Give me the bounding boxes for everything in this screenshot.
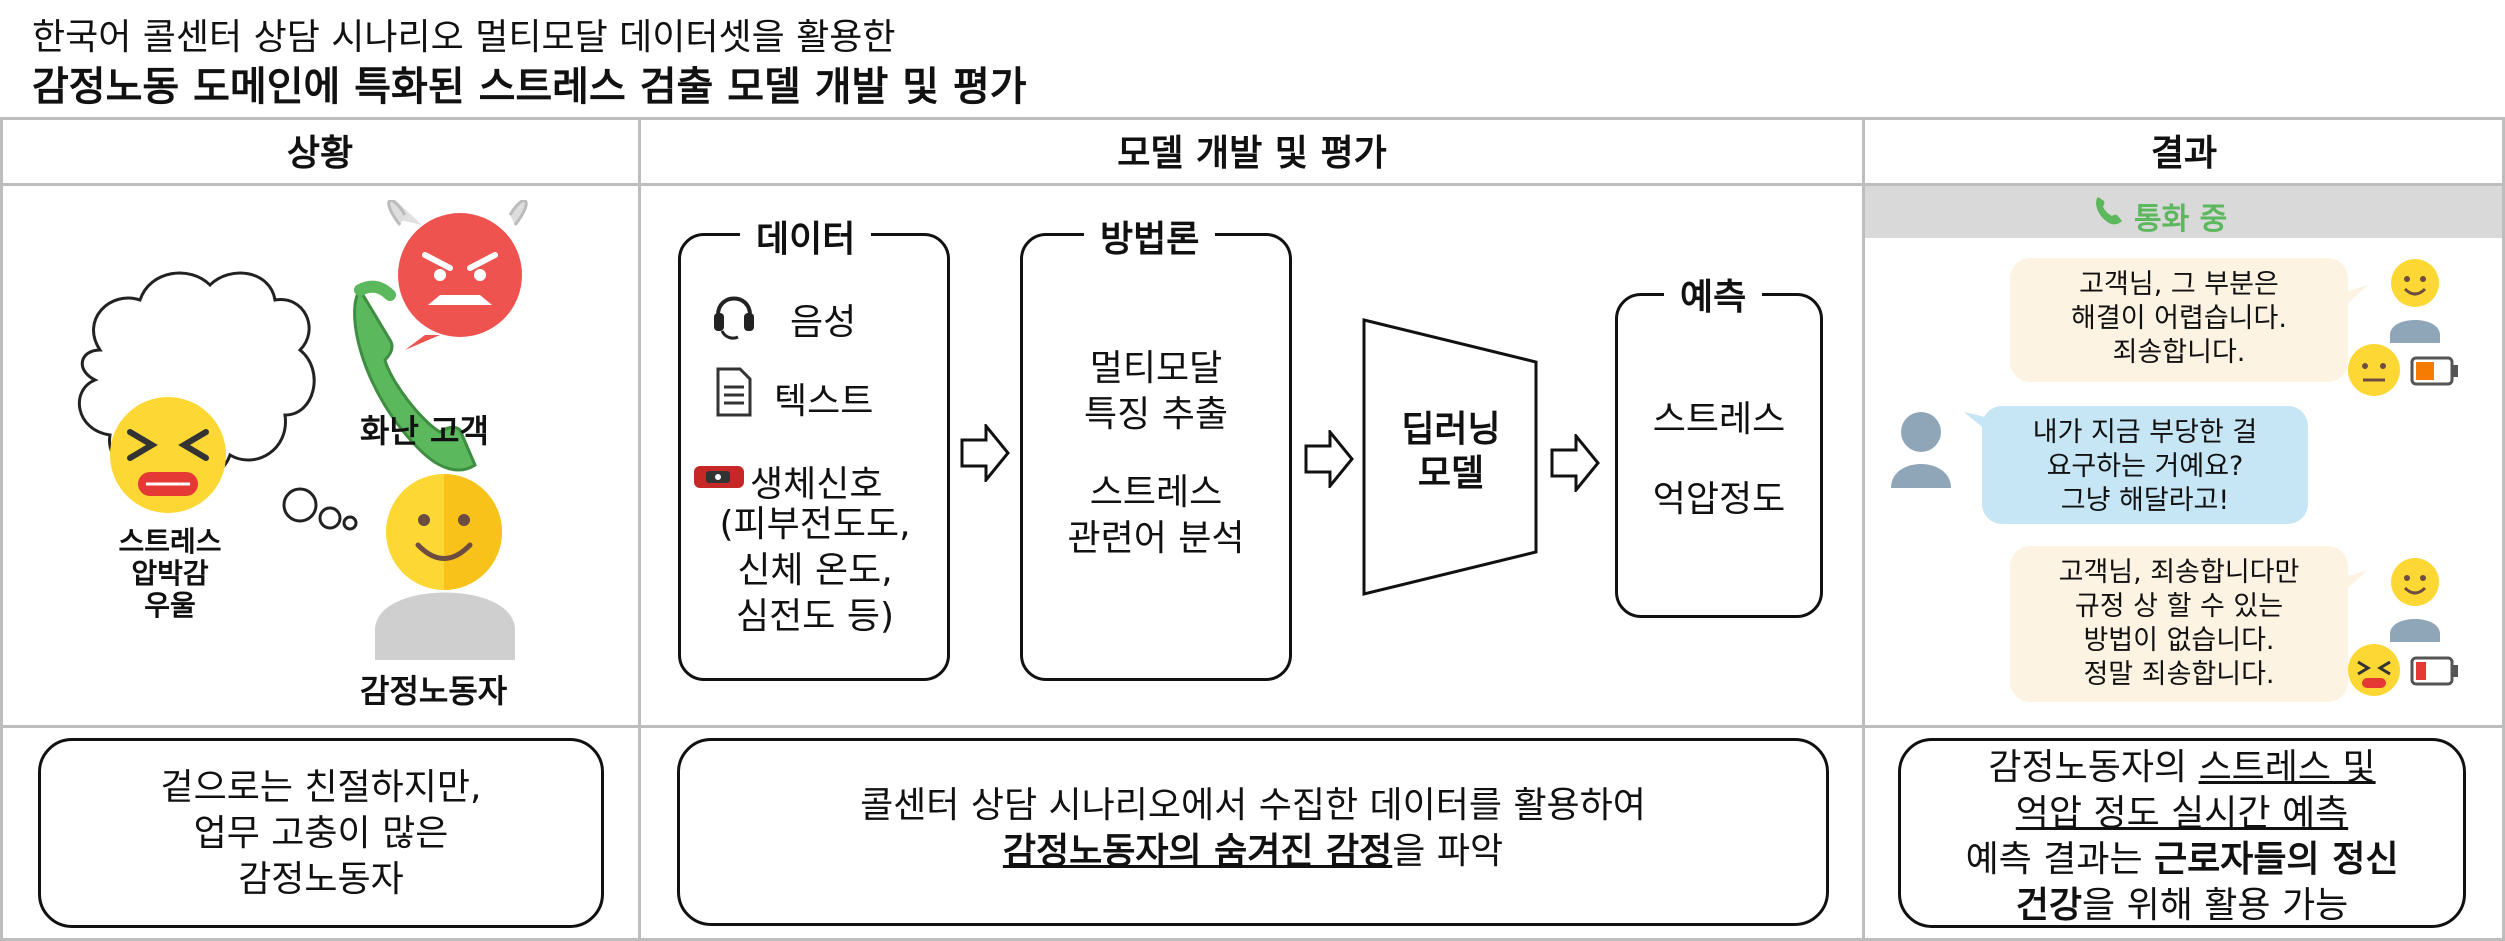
deep-learning-label: 딥러닝 모델 (1362, 408, 1540, 496)
thought-cloud (78, 271, 358, 531)
data-bio: 생체신호 (750, 464, 883, 505)
method-box-title: 방법론 (1084, 210, 1216, 262)
stressed-emoji-icon (110, 397, 226, 513)
bubble-line: 죄송합니다. (2112, 337, 2246, 368)
headset-icon (712, 285, 756, 345)
bubble-line: 해결이 어렵습니다. (2071, 303, 2287, 334)
method-text-b: 스트레스 관련어 분석 (1030, 470, 1282, 562)
result-summary-box: 감정노동자의 스트레스 및 억압 정도 실시간 예측 예측 결과는 근로자들의 … (1898, 738, 2466, 928)
result-summary-text: 예측 결과는 (1965, 839, 2155, 880)
deep-learning-line: 딥러닝 (1401, 409, 1501, 450)
bubble-line: 정말 죄송합니다. (2083, 659, 2275, 690)
worker-avatar-icon (2348, 259, 2440, 343)
phone-icon (353, 280, 477, 472)
phone-small-icon (2092, 193, 2126, 231)
deep-learning-shape (1362, 318, 1538, 596)
result-summary-line-3: 예측 결과는 근로자들의 정신 (1901, 837, 2463, 883)
angry-customer-icon (387, 200, 528, 350)
data-voice: 음성 (790, 302, 857, 343)
predict-item-suppression: 억압정도 (1652, 479, 1786, 520)
situation-svg (78, 200, 528, 660)
thought-text: 스트레스 압박감 우울 (110, 526, 230, 622)
call-status-text: 통화 중 (2134, 202, 2228, 237)
stressed-emoji-battery-low-icon (2348, 644, 2458, 696)
deep-learning-line: 모델 (1417, 453, 1485, 494)
data-bio-detail: (피부전도도, 신체 온도, 심전도 등) (690, 502, 940, 640)
biosensor-icon (692, 462, 746, 496)
arrow-right-icon (1550, 434, 1600, 492)
bubble-line: 내가 지금 부당한 걸 (2032, 417, 2258, 448)
angry-customer-label: 화난 고객 (360, 412, 489, 450)
bubble-line: 고객님, 죄송합니다만 (2058, 557, 2300, 588)
header-situation: 상황 (286, 133, 354, 174)
bubble-line: 그냥 해달라고! (2060, 485, 2230, 516)
result-summary-text: 감정노동자의 (1988, 747, 2199, 788)
bubble-line: 방법이 없습니다. (2083, 625, 2275, 656)
method-box (1020, 233, 1292, 681)
result-summary-bold: 건강 (2015, 885, 2083, 926)
situation-summary-line: 감정노동자 (238, 859, 404, 900)
chat-bubble-customer: 내가 지금 부당한 걸 요구하는 거예요? 그냥 해달라고! (1982, 406, 2308, 524)
model-summary-bold: 감정노동자의 숨겨진 감정 (1002, 831, 1393, 872)
result-summary-text: 을 위해 활용 가능 (2082, 885, 2349, 926)
model-summary-suffix: 을 파악 (1392, 831, 1504, 872)
bubble-line: 요구하는 거예요? (2046, 451, 2244, 482)
thought-line: 우울 (144, 589, 196, 622)
bubble-line: 규정 상 할 수 있는 (2074, 591, 2284, 622)
document-icon (714, 367, 754, 421)
header-model: 모델 개발 및 평가 (1117, 133, 1387, 174)
model-summary-line-2: 감정노동자의 숨겨진 감정을 파악 (680, 829, 1826, 875)
model-summary-line: 콜센터 상담 시나리오에서 수집한 데이터를 활용하여 (860, 785, 1646, 826)
worker-label: 감정노동자 (360, 672, 508, 710)
bio-detail-line: (피부전도도, (719, 504, 911, 545)
chat-bubble-worker-2: 고객님, 죄송합니다만 규정 상 할 수 있는 방법이 없습니다. 정말 죄송합… (2010, 546, 2348, 702)
method-line: 관련어 분석 (1067, 518, 1245, 559)
result-summary-bold: 근로자들의 정신 (2154, 839, 2399, 880)
customer-avatar-icon (1891, 412, 1951, 488)
bio-detail-line: 심전도 등) (736, 596, 894, 637)
predict-box-title: 예측 (1664, 268, 1763, 320)
method-text-a: 멀티모달 특징 추출 (1030, 346, 1282, 438)
method-line: 멀티모달 (1089, 348, 1223, 389)
header-result: 결과 (2150, 133, 2218, 174)
title-line-2: 감정노동 도메인에 특화된 스트레스 검출 모델 개발 및 평가 (32, 64, 1027, 110)
neutral-emoji-battery-mid-icon (2348, 344, 2458, 396)
method-line: 스트레스 (1089, 472, 1223, 513)
arrow-right-icon (960, 424, 1010, 482)
result-summary-line-4: 건강을 위해 활용 가능 (1901, 883, 2463, 929)
chat-bubble-worker-1: 고객님, 그 부분은 해결이 어렵습니다. 죄송합니다. (2010, 258, 2348, 382)
method-line: 특징 추출 (1084, 394, 1228, 435)
data-box (678, 233, 950, 681)
data-box-title: 데이터 (740, 210, 872, 262)
worker-avatar-icon (2348, 558, 2440, 642)
predict-box (1615, 293, 1823, 618)
result-summary-line-2: 억압 정도 실시간 예측 (1901, 791, 2463, 837)
bubble-line: 고객님, 그 부분은 (2079, 269, 2279, 300)
worker-icon (375, 474, 515, 660)
thought-line: 스트레스 (118, 525, 222, 558)
predict-item-stress: 스트레스 (1652, 399, 1786, 440)
result-summary-underline: 스트레스 및 (2198, 747, 2376, 788)
result-summary-line-1: 감정노동자의 스트레스 및 (1901, 745, 2463, 791)
title-line-1: 한국어 콜센터 상담 시나리오 멀티모달 데이터셋을 활용한 (32, 17, 896, 58)
thought-line: 압박감 (131, 557, 209, 590)
situation-summary-box: 겉으로는 친절하지만, 업무 고충이 많은 감정노동자 (38, 738, 604, 928)
data-text: 텍스트 (774, 381, 874, 422)
bio-detail-line: 신체 온도, (737, 550, 893, 591)
call-status-bar (1865, 186, 2502, 238)
result-summary-underline: 억압 정도 실시간 예측 (2015, 793, 2349, 834)
situation-summary-line: 업무 고충이 많은 (193, 813, 449, 854)
model-summary-box: 콜센터 상담 시나리오에서 수집한 데이터를 활용하여 감정노동자의 숨겨진 감… (677, 738, 1829, 926)
situation-summary-line: 겉으로는 친절하지만, (160, 767, 482, 808)
arrow-right-icon (1304, 430, 1354, 488)
